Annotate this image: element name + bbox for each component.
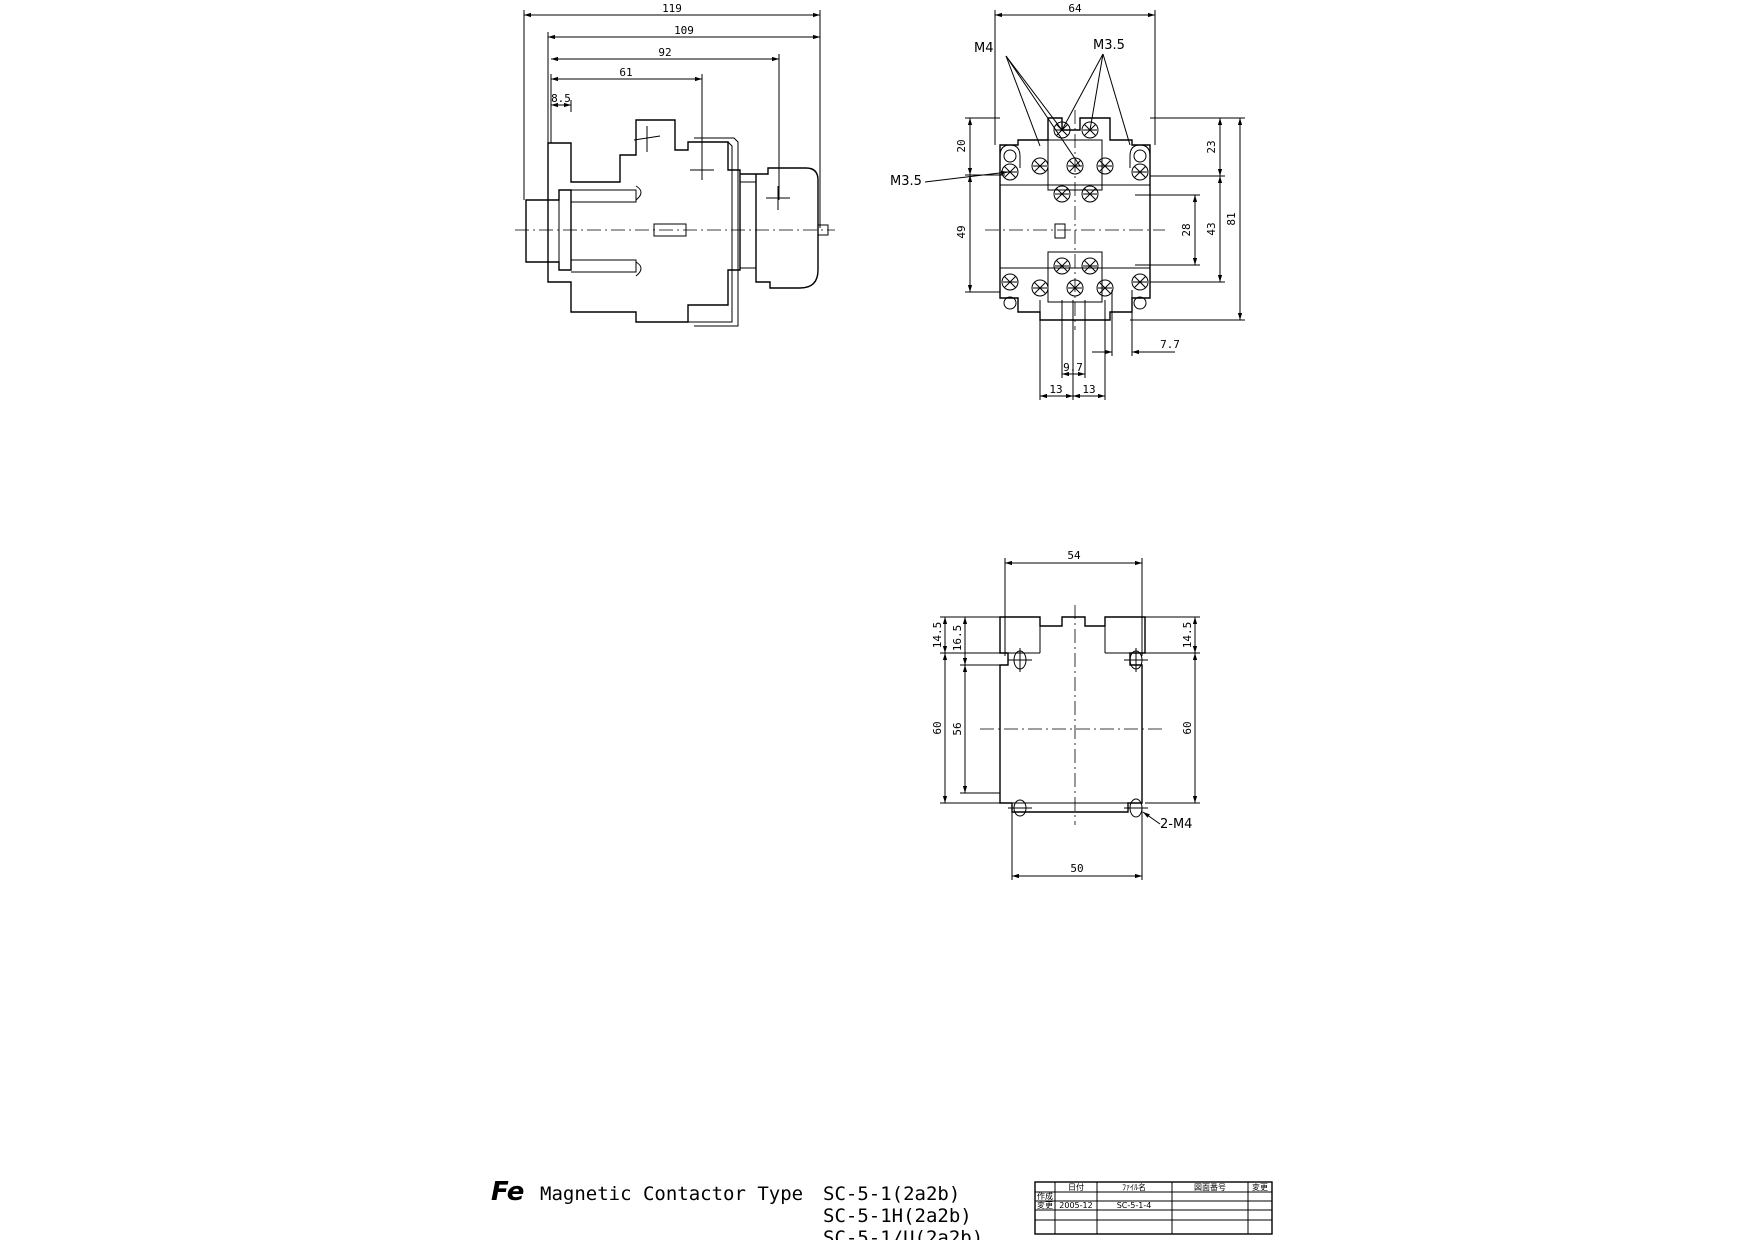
dim-54: 54 [1067, 549, 1081, 562]
label-m4: M4 [974, 41, 994, 56]
dim-14.5-left: 14.5 [931, 622, 944, 649]
dim-50: 50 [1070, 862, 1083, 875]
tb-header-file: ﾌｧｲﾙ名 [1122, 1182, 1146, 1192]
side-view-dimensions: 119 109 92 61 8.5 [523, 2, 821, 228]
dim-49: 49 [955, 225, 968, 238]
front-view: 64 M4 M3.5 M3.5 20 49 23 [890, 2, 1245, 400]
dim-20: 20 [955, 139, 968, 152]
product-title: Magnetic Contactor Type [540, 1183, 803, 1205]
tb-header-date: 日付 [1068, 1182, 1084, 1192]
dim-23: 23 [1205, 140, 1218, 153]
dim-56: 56 [951, 722, 964, 735]
dim-119: 119 [662, 2, 682, 15]
dim-61: 61 [619, 66, 632, 79]
type-1: SC-5-1(2a2b) [823, 1183, 960, 1205]
type-3: SC-5-1/U(2a2b) [823, 1227, 983, 1240]
tb-date: 2005-12 [1059, 1201, 1092, 1210]
dim-81: 81 [1225, 212, 1238, 225]
tb-header-revision: 変更 [1252, 1182, 1268, 1192]
dim-109: 109 [674, 24, 694, 37]
dim-60-left: 60 [931, 721, 944, 734]
type-2: SC-5-1H(2a2b) [823, 1205, 972, 1227]
title-block: 日付 ﾌｧｲﾙ名 図面番号 変更 作成 変更 2005-12 SC-5-1-4 [1034, 1181, 1273, 1235]
dim-7.7: 7.7 [1160, 338, 1180, 351]
dim-13-left: 13 [1049, 383, 1062, 396]
mounting-view: 54 50 14.5 16.5 60 56 14.5 [931, 549, 1200, 880]
dim-8.5: 8.5 [551, 92, 571, 105]
dim-92: 92 [658, 46, 671, 59]
mounting-view-dimensions: 54 50 14.5 16.5 60 56 14.5 [931, 549, 1200, 880]
tb-header-drawing-no: 図面番号 [1194, 1182, 1226, 1192]
label-m35-top: M3.5 [1093, 38, 1125, 53]
front-view-dimensions: 64 M4 M3.5 M3.5 20 49 23 [890, 2, 1245, 400]
front-view-body [985, 110, 1165, 330]
brand-logo: Fe [491, 1177, 524, 1207]
label-2-m4: 2-M4 [1160, 817, 1192, 832]
tb-row-created: 作成 [1037, 1191, 1053, 1201]
side-view: 119 109 92 61 8.5 [515, 2, 835, 327]
tb-file-name: SC-5-1-4 [1117, 1201, 1152, 1210]
label-m35-left: M3.5 [890, 174, 922, 189]
side-view-body [515, 119, 835, 327]
logo-text: Fe [491, 1177, 524, 1207]
dim-14.5-right: 14.5 [1181, 622, 1194, 649]
dim-28: 28 [1180, 223, 1193, 236]
dim-60-right: 60 [1181, 721, 1194, 734]
tb-row-revised: 変更 [1037, 1200, 1053, 1210]
dim-64: 64 [1068, 2, 1082, 15]
dim-43: 43 [1205, 222, 1218, 235]
footer: Fe Magnetic Contactor Type SC-5-1(2a2b) … [491, 1177, 983, 1240]
dim-16.5: 16.5 [951, 625, 964, 652]
mounting-view-body [980, 605, 1165, 825]
dim-13-right: 13 [1082, 383, 1095, 396]
